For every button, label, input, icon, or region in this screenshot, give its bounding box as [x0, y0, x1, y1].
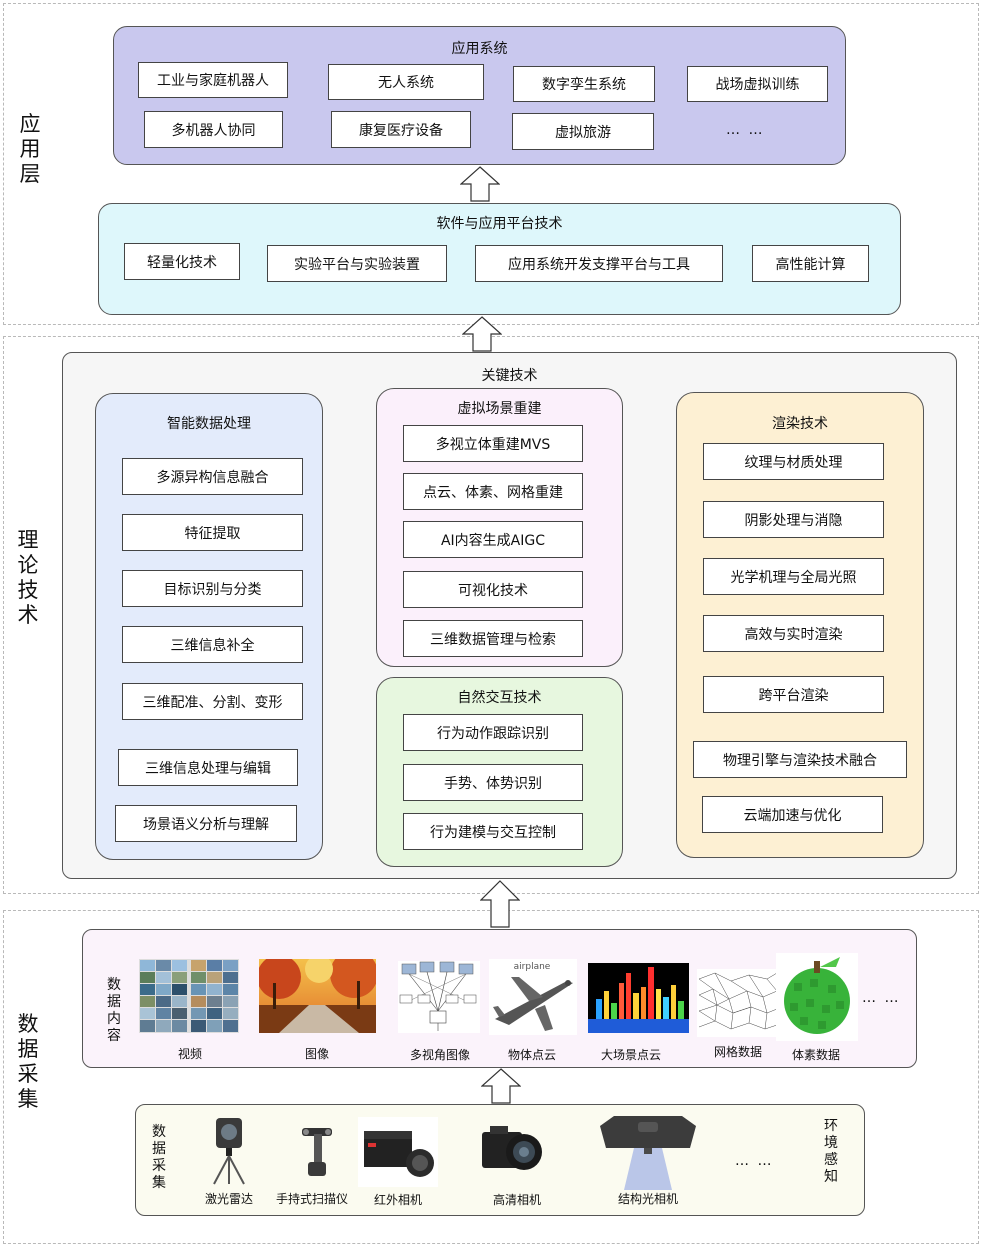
platform-item-hpc: 高性能计算 — [752, 245, 869, 282]
video-thumbnail — [139, 959, 239, 1033]
airplane-pointcloud-thumbnail — [489, 959, 577, 1035]
lidar-icon — [213, 1118, 245, 1185]
data-content-label: 数据内容 — [107, 977, 121, 1044]
caption-structured-light-camera: 结构光相机 — [617, 1192, 678, 1206]
infrared-camera-icon — [358, 1117, 438, 1187]
data-capture-label: 数据采集 — [152, 1124, 166, 1191]
key-tech-title: 关键技术 — [481, 368, 538, 384]
caption-video: 视频 — [177, 1047, 202, 1061]
render-item-cloud: 云端加速与优化 — [702, 796, 883, 833]
render-item-texture: 纹理与材质处理 — [703, 443, 884, 480]
app-item-multi-robot: 多机器人协同 — [144, 111, 283, 148]
interaction-item-control: 行为建模与交互控制 — [403, 813, 583, 850]
caption-infrared-camera: 红外相机 — [373, 1193, 422, 1207]
app-item-rehab-medical: 康复医疗设备 — [331, 111, 471, 148]
rendering-title: 渲染技术 — [772, 416, 828, 432]
intelligent-item-semantic: 场景语义分析与理解 — [115, 805, 297, 842]
theory-layer-label: 理论技术 — [17, 528, 39, 627]
intelligent-item-registration: 三维配准、分割、变形 — [122, 683, 303, 720]
intelligent-processing-title: 智能数据处理 — [167, 416, 251, 432]
render-item-shadow: 阴影处理与消隐 — [703, 501, 884, 538]
data-content-more: … … — [862, 990, 901, 1006]
arrow-up-icon — [462, 316, 502, 352]
caption-handheld-scanner: 手持式扫描仪 — [275, 1192, 348, 1206]
caption-image: 图像 — [304, 1047, 329, 1061]
arrow-up-icon — [480, 880, 520, 928]
handheld-scanner-icon — [302, 1128, 332, 1176]
caption-mesh: 网格数据 — [713, 1045, 762, 1059]
mesh-thumbnail — [697, 969, 779, 1037]
intelligent-item-fusion: 多源异构信息融合 — [122, 458, 303, 495]
data-capture-more: … … — [735, 1153, 774, 1169]
interaction-item-tracking: 行为动作跟踪识别 — [403, 714, 583, 751]
image-thumbnail — [259, 959, 376, 1033]
platform-item-lightweight: 轻量化技术 — [124, 243, 240, 280]
platform-item-experiment: 实验平台与实验装置 — [267, 245, 447, 282]
platform-item-dev-support: 应用系统开发支撑平台与工具 — [475, 245, 723, 282]
application-layer-label: 应用层 — [19, 112, 41, 186]
virtual-reconstruction-title: 虚拟场景重建 — [457, 401, 542, 417]
intelligent-item-editing: 三维信息处理与编辑 — [118, 749, 298, 786]
virtual-item-aigc: AI内容生成AIGC — [403, 521, 583, 558]
intelligent-item-recognition: 目标识别与分类 — [122, 570, 303, 607]
interaction-item-gesture: 手势、体势识别 — [403, 764, 583, 801]
intelligent-item-feature: 特征提取 — [122, 514, 303, 551]
caption-object-pointcloud: 物体点云 — [507, 1048, 556, 1062]
virtual-item-pointcloud: 点云、体素、网格重建 — [403, 473, 583, 510]
render-item-physics-engine: 物理引擎与渲染技术融合 — [693, 741, 907, 778]
virtual-item-visualization: 可视化技术 — [403, 571, 583, 608]
natural-interaction-title: 自然交互技术 — [457, 690, 542, 706]
render-item-illumination: 光学机理与全局光照 — [703, 558, 884, 595]
virtual-item-mvs: 多视立体重建MVS — [403, 425, 583, 462]
arrow-up-icon — [460, 166, 500, 202]
app-item-digital-twin: 数字孪生系统 — [513, 66, 655, 102]
caption-multi-view: 多视角图像 — [409, 1048, 470, 1062]
data-layer-label: 数据采集 — [17, 1012, 39, 1111]
render-item-realtime: 高效与实时渲染 — [703, 615, 884, 652]
virtual-item-data-management: 三维数据管理与检索 — [403, 620, 583, 657]
app-item-industrial-robot: 工业与家庭机器人 — [138, 62, 288, 98]
multi-view-thumbnail — [398, 961, 480, 1033]
airplane-label: airplane — [513, 962, 551, 972]
platform-title: 软件与应用平台技术 — [436, 216, 563, 232]
voxel-thumbnail — [776, 953, 858, 1041]
caption-scene-pointcloud: 大场景点云 — [600, 1048, 661, 1062]
structured-light-camera-icon — [600, 1116, 696, 1190]
intelligent-item-completion: 三维信息补全 — [122, 626, 303, 663]
app-item-virtual-tourism: 虚拟旅游 — [512, 113, 654, 150]
render-item-cross-platform: 跨平台渲染 — [703, 676, 884, 713]
caption-voxel: 体素数据 — [791, 1048, 840, 1062]
environment-perception-label: 环境感知 — [824, 1118, 838, 1185]
application-system-title: 应用系统 — [451, 41, 508, 57]
caption-lidar: 激光雷达 — [204, 1192, 253, 1206]
arrow-up-icon — [481, 1068, 521, 1104]
app-item-unmanned-system: 无人系统 — [328, 64, 484, 100]
caption-hd-camera: 高清相机 — [492, 1193, 541, 1207]
hd-camera-icon — [482, 1126, 542, 1170]
scene-pointcloud-thumbnail — [588, 963, 689, 1033]
app-more-ellipsis: … … — [726, 122, 765, 138]
app-item-battlefield-training: 战场虚拟训练 — [687, 66, 828, 102]
